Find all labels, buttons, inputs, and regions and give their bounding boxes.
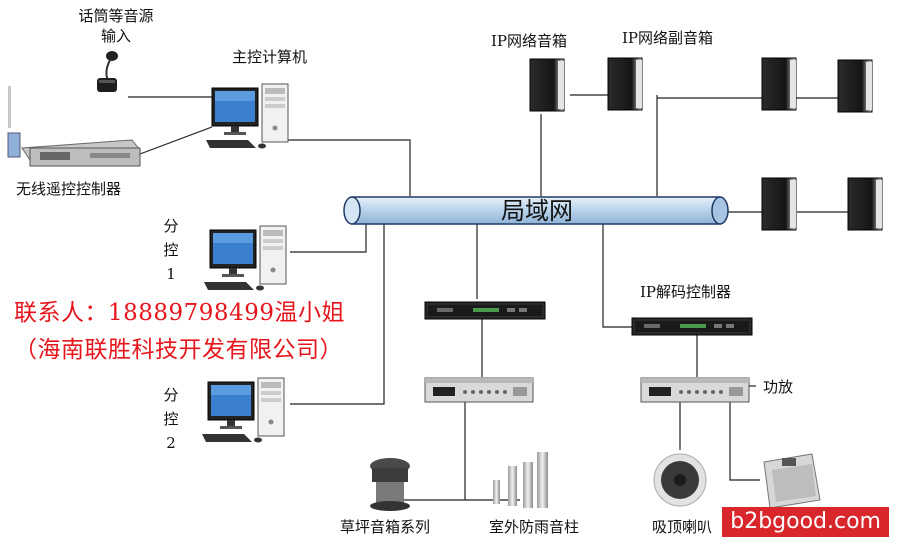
- wireless-controller-icon: [7, 86, 141, 167]
- wireless-controller-label: 无线遥控控制器: [16, 180, 122, 198]
- microphone-icon: [97, 51, 118, 92]
- column-speaker-icon: [493, 452, 548, 508]
- ip-sub-speaker-icon: [837, 59, 873, 113]
- sub1-line1: 分: [163, 217, 179, 235]
- ip-sub-speaker-icon: [847, 177, 883, 231]
- lawn-speaker-label: 草坪音箱系列: [340, 518, 431, 536]
- sub2-line2: 控: [163, 410, 179, 428]
- lan-label: 局域网: [501, 197, 573, 225]
- ip-decoder-icon: [631, 317, 753, 336]
- wall-speaker-icon: [763, 453, 821, 509]
- network-controller-icon: [424, 301, 546, 320]
- main-computer-label: 主控计算机: [232, 48, 308, 66]
- sub-computer-1-icon: [203, 225, 287, 291]
- ip-sub-speaker-label: IP网络副音箱: [622, 29, 714, 47]
- sub1-line2: 控: [163, 241, 179, 259]
- ceiling-speaker-label: 吸顶喇叭: [652, 518, 713, 536]
- ip-decoder-label: IP解码控制器: [640, 283, 732, 301]
- lawn-speaker-icon: [370, 458, 410, 511]
- sub-computer-1-label: 分 控 1: [156, 214, 186, 286]
- mic-label: 话筒等音源 输入: [62, 6, 170, 46]
- sub-computer-2-icon: [201, 377, 285, 443]
- main-computer-icon: [205, 83, 289, 149]
- amplifier-icon: [424, 377, 534, 403]
- sub1-line3: 1: [166, 265, 176, 283]
- ip-sub-speaker-icon: [761, 177, 797, 231]
- amplifier-label: 功放: [763, 378, 794, 396]
- watermark: b2bgood.com: [722, 507, 889, 537]
- amplifier-icon: [640, 377, 750, 403]
- mic-label-line2: 输入: [100, 27, 131, 45]
- column-speaker-label: 室外防雨音柱: [489, 518, 580, 536]
- ip-sub-speaker-icon: [761, 57, 797, 111]
- sub2-line3: 2: [166, 434, 176, 452]
- mic-label-line1: 话筒等音源: [78, 7, 154, 25]
- ip-speaker-icon: [529, 58, 565, 112]
- lan-pipe: 局域网: [343, 196, 729, 225]
- sub2-line1: 分: [163, 386, 179, 404]
- ip-speaker-label: IP网络音箱: [491, 32, 568, 50]
- contact-line-1: 联系人：18889798499温小姐: [14, 300, 345, 326]
- contact-line-2: （海南联胜科技开发有限公司）: [14, 337, 343, 363]
- ceiling-speaker-icon: [653, 453, 707, 507]
- ip-speaker-icon: [607, 57, 643, 111]
- sub-computer-2-label: 分 控 2: [156, 383, 186, 455]
